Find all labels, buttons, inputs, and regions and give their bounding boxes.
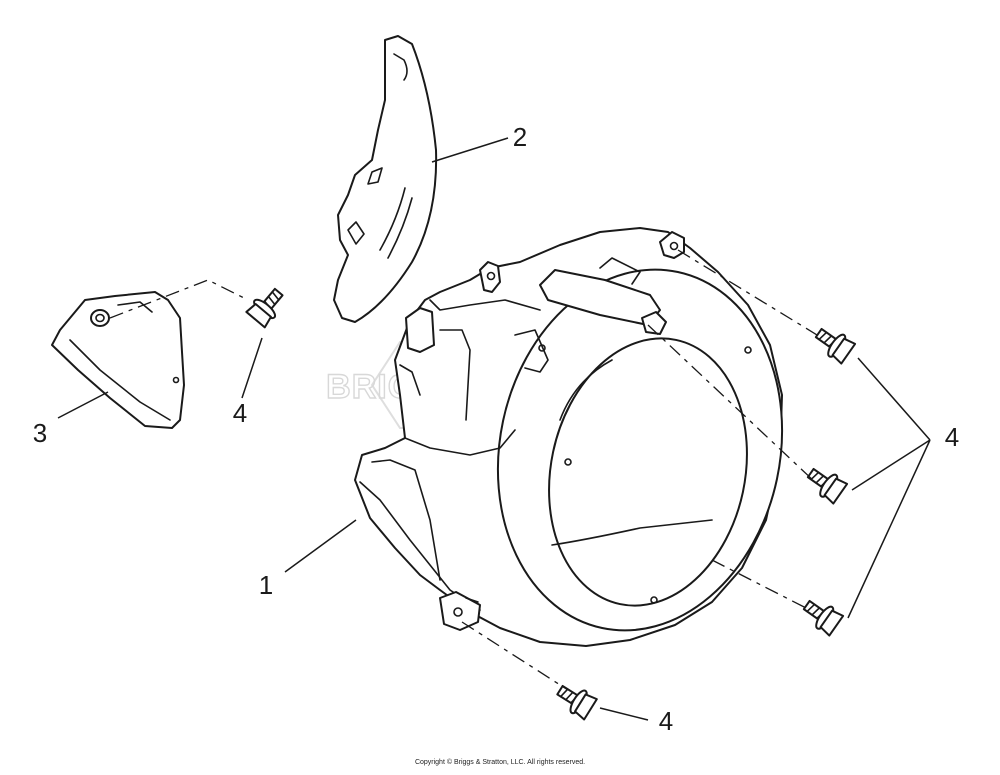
- callout-4-right: 4: [945, 422, 959, 452]
- bolt-right-upper: [814, 327, 857, 365]
- bolt-right-middle: [806, 467, 849, 505]
- baffle-plate-part: [333, 35, 438, 323]
- bolt-top-left: [245, 287, 284, 329]
- callout-4-top: 4: [233, 398, 247, 428]
- callout-3: 3: [33, 418, 47, 448]
- blower-housing-part: [354, 227, 784, 647]
- cover-part: [51, 291, 185, 429]
- callout-2: 2: [513, 122, 527, 152]
- bolt-bottom: [556, 684, 598, 721]
- bolt-right-lower: [802, 599, 845, 637]
- callout-4-bottom: 4: [659, 706, 673, 736]
- alignment-lines: [109, 249, 823, 691]
- copyright-notice: Copyright © Briggs & Stratton, LLC. All …: [414, 759, 586, 766]
- leader-lines: [57, 137, 931, 721]
- callout-1: 1: [259, 570, 273, 600]
